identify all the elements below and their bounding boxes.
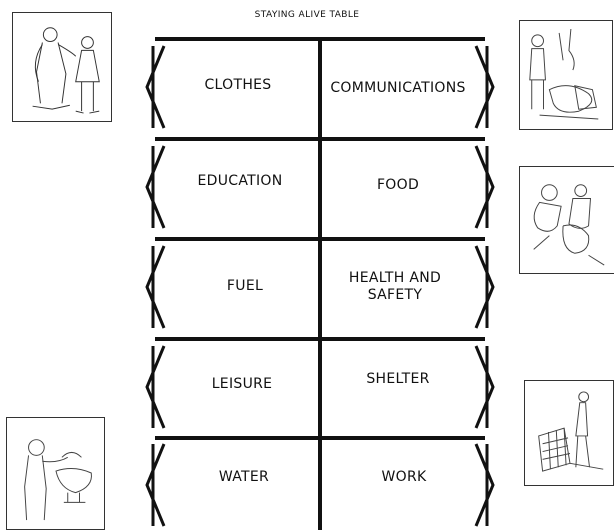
cell-health-and-safety: HEALTH AND SAFETY (348, 270, 442, 303)
cell-shelter: SHELTER (366, 371, 430, 387)
cell-clothes: CLOTHES (204, 77, 272, 93)
cell-communications: COMMUNICATIONS (330, 80, 466, 96)
shelter-illustration (524, 380, 614, 486)
clothes-illustration (12, 12, 112, 122)
cell-water: WATER (218, 469, 270, 485)
food-illustration (519, 166, 614, 274)
communications-illustration (519, 20, 613, 130)
water-illustration (6, 417, 105, 530)
cell-food: FOOD (376, 177, 420, 193)
page-title: STAYING ALIVE TABLE (254, 10, 360, 20)
cell-fuel: FUEL (226, 278, 264, 294)
cell-leisure: LEISURE (211, 376, 273, 392)
cell-work: WORK (381, 469, 427, 485)
cell-education: EDUCATION (197, 173, 283, 189)
